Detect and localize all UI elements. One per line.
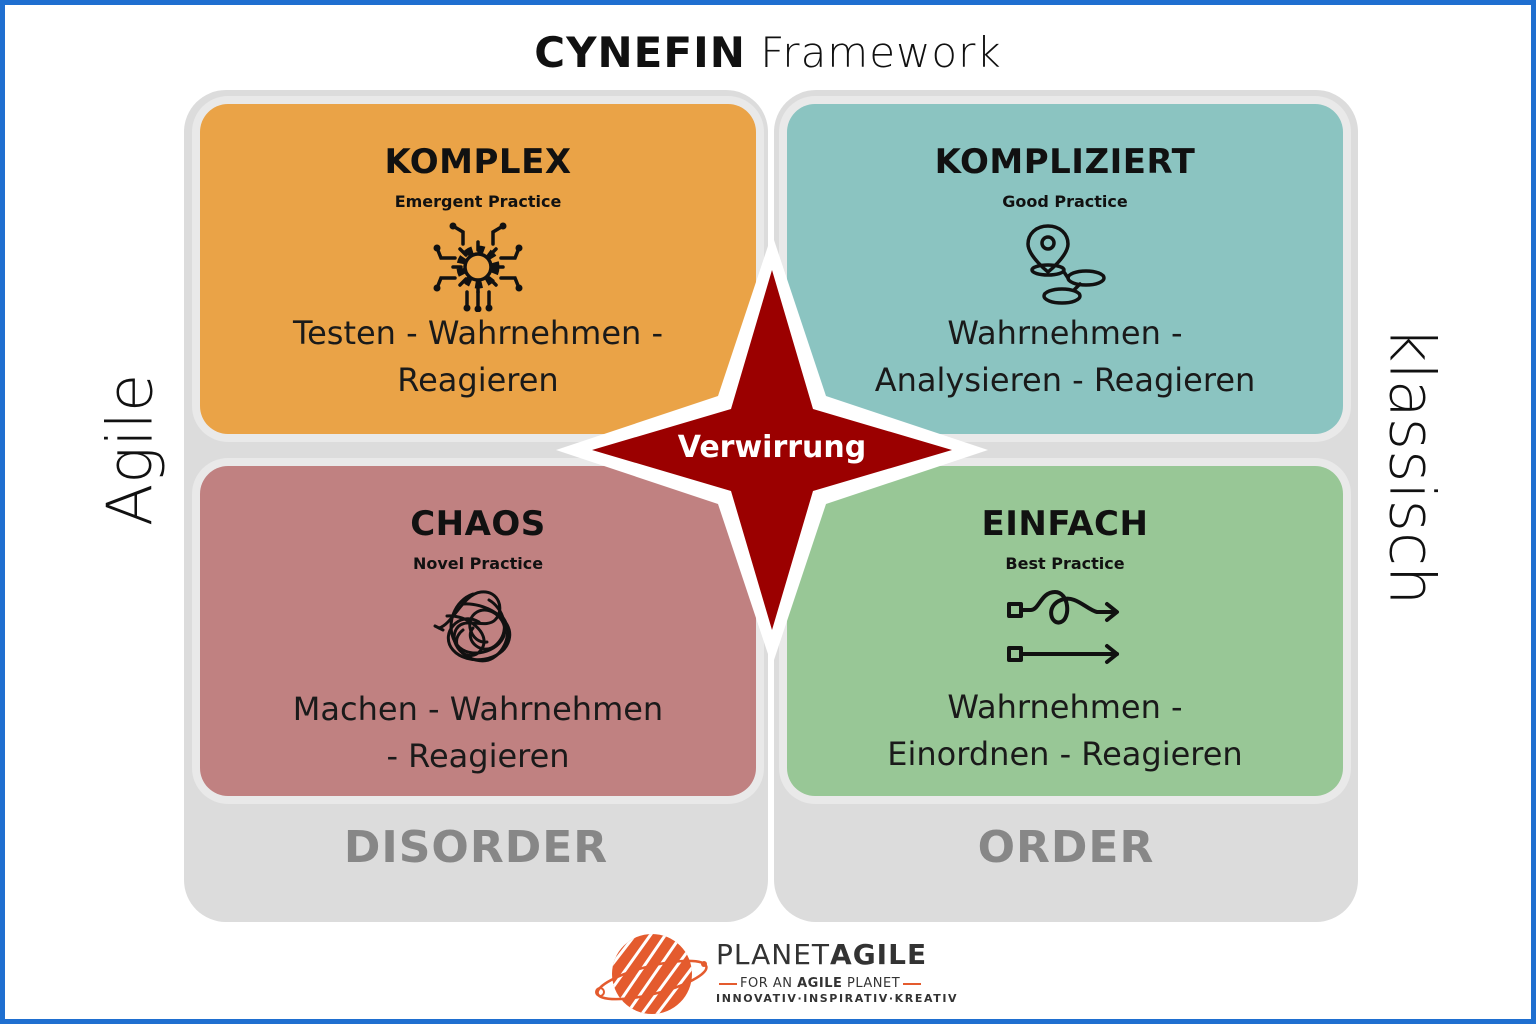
quadrant-description: Testen - Wahrnehmen - Reagieren bbox=[220, 310, 736, 404]
planetagile-logo: PLANETAGILE FOR AN AGILE PLANET INNOVATI… bbox=[594, 930, 957, 1020]
quadrant-title: KOMPLEX bbox=[384, 142, 572, 182]
order-label: ORDER bbox=[977, 822, 1155, 873]
description-line: Analysieren - Reagieren bbox=[874, 361, 1256, 399]
diagram-title: CYNEFIN Framework bbox=[0, 28, 1536, 77]
quadrant-title: EINFACH bbox=[981, 504, 1149, 544]
circuit-gear-icon bbox=[433, 222, 523, 312]
quadrant-subtitle: Best Practice bbox=[1005, 554, 1125, 573]
quadrant-kompliziert: KOMPLIZIERT Good Practice Wahrnehmen - A… bbox=[787, 104, 1343, 434]
description-line: Machen - Wahrnehmen bbox=[292, 690, 664, 728]
description-line: Reagieren bbox=[397, 361, 559, 399]
quadrant-komplex: KOMPLEX Emergent Practice Testen - Wahrn… bbox=[200, 104, 756, 434]
agile-label: Agile bbox=[93, 373, 167, 527]
quadrant-title: KOMPLIZIERT bbox=[934, 142, 1196, 182]
tagline-pre: FOR AN bbox=[740, 976, 798, 991]
logo-name-bold: AGILE bbox=[830, 938, 928, 971]
tangle-icon bbox=[433, 590, 512, 663]
quadrant-title: CHAOS bbox=[410, 504, 546, 544]
disorder-label: DISORDER bbox=[343, 822, 609, 873]
quadrant-description: Machen - Wahrnehmen - Reagieren bbox=[220, 686, 736, 780]
quadrant-subtitle: Good Practice bbox=[1002, 192, 1128, 211]
logo-name: PLANETAGILE bbox=[716, 938, 927, 971]
description-line: Einordnen - Reagieren bbox=[887, 735, 1243, 773]
quadrant-description: Wahrnehmen - Analysieren - Reagieren bbox=[807, 310, 1323, 404]
logo-name-light: PLANET bbox=[716, 938, 831, 971]
location-route-icon bbox=[1026, 224, 1106, 305]
logo-tagline: FOR AN AGILE PLANET bbox=[716, 976, 924, 991]
description-line: - Reagieren bbox=[386, 737, 570, 775]
quadrant-description: Wahrnehmen - Einordnen - Reagieren bbox=[807, 684, 1323, 778]
quadrant-chaos: CHAOS Novel Practice Machen - Wahrnehmen… bbox=[200, 466, 756, 796]
logo-claim: INNOVATIV·INSPIRATIV·KREATIV bbox=[716, 992, 959, 1005]
title-light: Framework bbox=[760, 28, 1002, 77]
confusion-star bbox=[556, 234, 988, 666]
quadrant-subtitle: Novel Practice bbox=[412, 554, 544, 573]
klassisch-label: klassisch bbox=[1375, 326, 1449, 606]
confusion-label: Verwirrung bbox=[677, 430, 867, 465]
description-line: Testen - Wahrnehmen - bbox=[292, 314, 664, 352]
planet-logo-icon bbox=[595, 934, 708, 1014]
tagline-bold: AGILE bbox=[797, 976, 843, 991]
quadrant-einfach: EINFACH Best Practice Wahrnehmen - Einor… bbox=[787, 466, 1343, 796]
description-line: Wahrnehmen - bbox=[947, 314, 1183, 352]
quadrant-subtitle: Emergent Practice bbox=[394, 192, 562, 211]
path-arrows-icon bbox=[1007, 590, 1119, 664]
description-line: Wahrnehmen - bbox=[947, 688, 1183, 726]
title-bold: CYNEFIN bbox=[534, 28, 746, 77]
tagline-post: PLANET bbox=[842, 976, 901, 991]
